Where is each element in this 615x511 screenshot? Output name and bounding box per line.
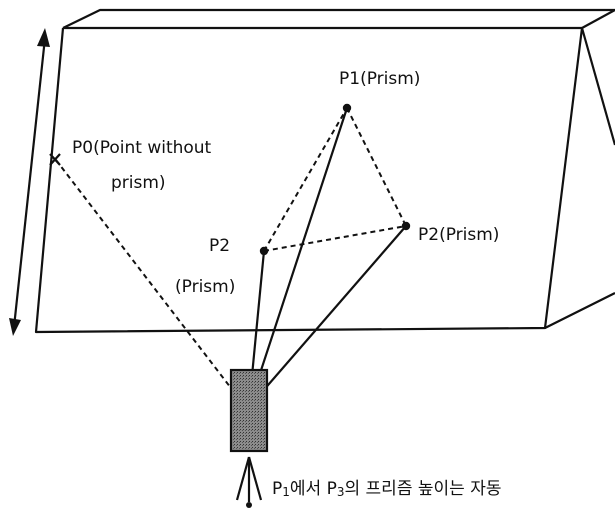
height-arrow bbox=[9, 28, 50, 336]
instrument-body bbox=[229, 368, 269, 453]
p2-left-label-line1: P2 bbox=[209, 236, 230, 256]
p2-right-dot bbox=[401, 221, 411, 231]
dash-p2left-to-p1 bbox=[263, 107, 348, 252]
solid-instrument-to-p1 bbox=[247, 107, 349, 408]
wall-block bbox=[34, 8, 615, 334]
wall-right-top-edge bbox=[581, 9, 615, 29]
p2-right-label: P2(Prism) bbox=[418, 225, 499, 245]
total-station-instrument bbox=[229, 368, 269, 508]
height-arrow-top-head bbox=[37, 28, 50, 47]
dash-p0-to-instrument bbox=[55, 159, 235, 393]
caption-p3-letter: P bbox=[327, 479, 337, 499]
p2-left-label-line2: (Prism) bbox=[175, 277, 235, 297]
p1-dot bbox=[342, 103, 352, 113]
caption-p1-letter: P bbox=[272, 479, 282, 499]
p0-label-line2: prism) bbox=[111, 173, 166, 193]
tripod-point bbox=[246, 502, 252, 508]
point-markers bbox=[49, 103, 411, 256]
caption-p3-subscript: 3 bbox=[337, 485, 345, 499]
dash-p1-to-p2right bbox=[346, 107, 407, 227]
dash-p2left-to-p2right bbox=[263, 225, 407, 252]
dashed-lines bbox=[55, 107, 407, 393]
p0-cross-marker bbox=[49, 153, 61, 166]
p2-left-dot bbox=[259, 246, 269, 256]
wall-bottom-right-edge bbox=[544, 292, 615, 329]
wall-top-edge bbox=[62, 8, 615, 29]
wall-right-slope-edge bbox=[580, 27, 615, 146]
tripod bbox=[235, 456, 263, 508]
height-arrow-bottom-head bbox=[9, 318, 21, 336]
p1-label: P1(Prism) bbox=[339, 69, 420, 89]
caption-rest: 의 프리즘 높이는 자동 bbox=[345, 479, 502, 499]
solid-lines bbox=[247, 107, 407, 408]
caption-text: P1에서 P3의 프리즘 높이는 자동 bbox=[272, 479, 501, 499]
caption-middle: 에서 bbox=[290, 479, 327, 499]
p0-label-line1: P0(Point without bbox=[72, 138, 212, 158]
caption-p1-subscript: 1 bbox=[282, 485, 290, 499]
point-labels: P0(Point without prism) P1(Prism) P2 (Pr… bbox=[72, 69, 499, 297]
solid-instrument-to-p2right bbox=[248, 225, 407, 408]
